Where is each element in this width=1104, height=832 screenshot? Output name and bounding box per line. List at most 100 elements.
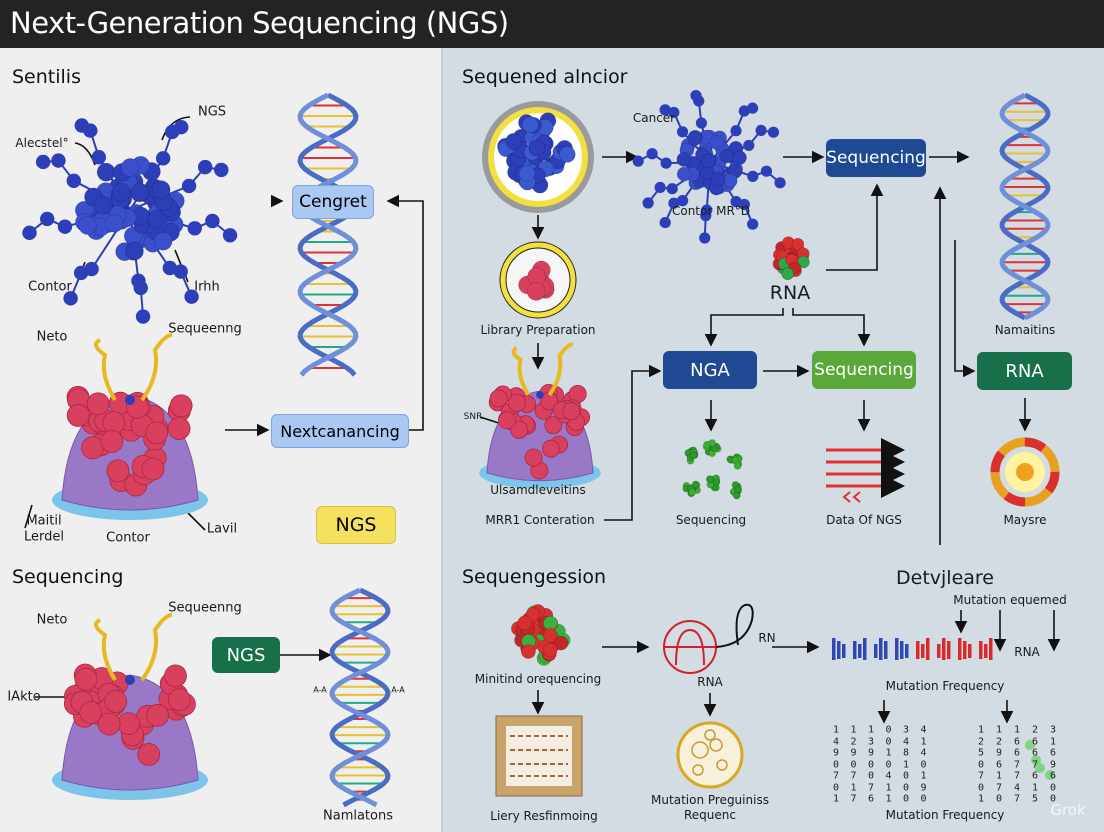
matrix-cell: 0 xyxy=(1049,793,1057,805)
matrix-cell: 1 xyxy=(850,782,857,793)
matrix-cell: 9 xyxy=(867,747,875,759)
matrix-cell: 9 xyxy=(995,747,1003,759)
matrix-cell: 0 xyxy=(885,724,892,736)
matrix-cell: 1 xyxy=(1049,736,1057,747)
matrix-cell: 4 xyxy=(920,747,927,759)
matrix-cell: 0 xyxy=(832,782,840,793)
label-mrr1-conteration: MRR1 Conteration xyxy=(485,513,595,527)
blue-molecule-cluster-icon xyxy=(22,118,238,324)
green-cluster-icon xyxy=(726,453,743,470)
matrix-cell: 6 xyxy=(1013,736,1021,747)
label-sequeenng-2: Sequeenng xyxy=(168,600,242,616)
blue-sample-cluster-icon xyxy=(497,112,576,194)
matrix-cell: 7 xyxy=(867,782,875,793)
matrix-cell: 0 xyxy=(867,759,875,770)
matrix-cell: 1 xyxy=(832,724,840,736)
matrix-cell: 3 xyxy=(867,736,875,747)
matrix-cell: 9 xyxy=(920,782,927,793)
label-sequeenng: Sequeenng xyxy=(168,321,242,337)
mutation-highlight-dot xyxy=(1025,740,1035,750)
label-mutation-frequency-top: Mutation Frequency xyxy=(885,679,1005,693)
matrix-cell: 6 xyxy=(1031,736,1039,747)
green-cluster-icon xyxy=(729,481,742,500)
matrix-cell: 6 xyxy=(867,793,875,805)
label-mutation-preg: Mutation Preguiniss xyxy=(651,793,769,807)
minitind-cluster-icon xyxy=(511,604,571,666)
sequencing-green-box: Sequencing xyxy=(812,351,916,389)
label-alecstel: Alecstel° xyxy=(15,136,69,150)
label-irhh: Irhh xyxy=(194,279,220,295)
matrix-cell: 0 xyxy=(977,782,985,793)
matrix-cell: 1 xyxy=(867,724,875,736)
matrix-cell: 0 xyxy=(850,759,857,770)
matrix-cell: 7 xyxy=(1031,759,1039,770)
label-mutation-frequency-bottom: Mutation Frequency xyxy=(885,808,1005,822)
label-mutation-equemed: Mutation equemed xyxy=(953,593,1067,607)
label-cancer: Cancer xyxy=(632,111,676,125)
dna-tick-left: A-A xyxy=(313,685,327,695)
matrix-cell: 0 xyxy=(920,793,927,805)
matrix-cell: 7 xyxy=(850,793,857,805)
rna-loop-icon xyxy=(663,603,754,674)
label-data-of-ngs: Data Of NGS xyxy=(826,513,902,527)
matrix-cell: 1 xyxy=(850,724,857,736)
sequencing-blue-box: Sequencing xyxy=(826,139,926,177)
label-rn: RN xyxy=(758,631,776,645)
matrix-cell: 1 xyxy=(920,770,927,782)
label-requenc: Requenc xyxy=(684,808,736,822)
section-heading-sequengession: Sequengession xyxy=(462,566,607,588)
watermark-grok: Grok xyxy=(1050,801,1086,819)
matrix-cell: 6 xyxy=(1049,770,1057,782)
matrix-cell: 4 xyxy=(920,724,927,736)
label-rna-2: RNA xyxy=(697,675,723,689)
matrix-cell: 0 xyxy=(867,770,875,782)
label-snr: SNR xyxy=(463,412,483,422)
matrix-cell: 0 xyxy=(902,793,910,805)
matrix-cell: 6 xyxy=(1049,747,1057,759)
matrix-cell: 6 xyxy=(995,759,1003,770)
label-library-preparation: Library Preparation xyxy=(480,323,596,337)
rna-cluster-icon xyxy=(772,236,810,281)
matrix-cell: 1 xyxy=(885,747,892,759)
label-liery: Liery Resfinmoing xyxy=(490,809,598,823)
green-cluster-icon xyxy=(702,439,722,458)
matrix-cell: 0 xyxy=(885,759,892,770)
label-ngs: NGS xyxy=(197,104,227,120)
matrix-cell: 2 xyxy=(995,736,1003,747)
label-namlatons: Namlatons xyxy=(323,808,393,824)
dna-helix-icon xyxy=(297,92,359,377)
label-lavil: Lavil xyxy=(206,521,238,537)
matrix-cell: 0 xyxy=(902,782,910,793)
section-heading-detvjleare: Detvjleare xyxy=(896,567,994,589)
flow-arrows xyxy=(24,116,1061,724)
label-contor-cell: Contor xyxy=(106,530,150,546)
mutation-ring-icon xyxy=(990,437,1060,507)
matrix-cell: 1 xyxy=(1013,724,1021,736)
matrix-cell: 4 xyxy=(902,736,910,747)
sequence-reads-icon xyxy=(826,438,905,503)
matrix-cell: 0 xyxy=(902,770,910,782)
matrix-cell: 1 xyxy=(977,724,985,736)
mutation-gold-ring-icon xyxy=(676,721,744,789)
green-cluster-icon xyxy=(684,446,699,465)
tumor-cell-icon-2 xyxy=(52,613,208,800)
matrix-cell: 4 xyxy=(1013,782,1021,793)
matrix-cell: 6 xyxy=(1013,747,1021,759)
cancer-molecule-cluster-icon xyxy=(632,89,786,244)
ngs-yellow-box: NGS xyxy=(316,506,396,544)
library-frame-icon xyxy=(495,715,583,797)
matrix-cell: 6 xyxy=(1031,747,1039,759)
matrix-cell: 4 xyxy=(885,770,892,782)
library-red-cluster-icon xyxy=(518,260,555,301)
matrix-cell: 1 xyxy=(902,759,910,770)
matrix-cell: 1 xyxy=(832,793,840,805)
label-contor: Contor xyxy=(28,279,72,295)
cengret-box: Cengret xyxy=(292,185,374,219)
dna-tick-right: A-A xyxy=(391,685,405,695)
section-heading-sentilis: Sentilis xyxy=(12,66,81,88)
section-heading-sequencing: Sequencing xyxy=(12,566,124,588)
dna-helix-icon-2 xyxy=(329,587,391,808)
matrix-cell: 7 xyxy=(977,770,985,782)
matrix-cell: 3 xyxy=(902,724,910,736)
